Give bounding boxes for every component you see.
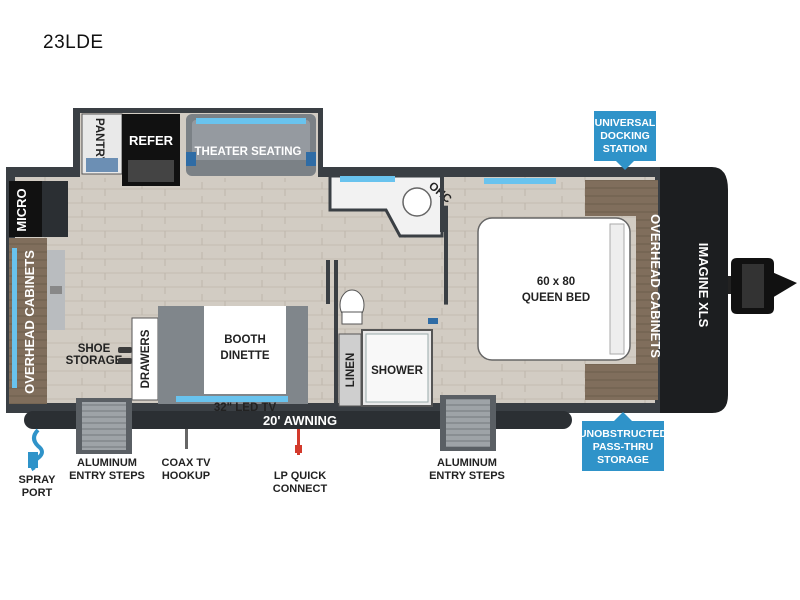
bedroom: 60 x 80 QUEEN BED OVERHEAD CABINETS [477,180,663,400]
svg-text:OVERHEAD CABINETS: OVERHEAD CABINETS [22,250,37,394]
svg-text:ALUMINUM: ALUMINUM [77,457,137,469]
spray-port: SPRAY PORT [19,428,57,499]
svg-text:SHOE: SHOE [78,343,111,355]
svg-text:ENTRY STEPS: ENTRY STEPS [69,470,145,482]
interior-walls [326,176,448,406]
queen-bed [477,217,631,361]
coax-hookup: COAX TV HOOKUP [162,429,212,482]
svg-text:PASS-THRU: PASS-THRU [593,441,653,453]
entry-steps-left: ALUMINUM ENTRY STEPS [69,398,145,482]
svg-text:CONNECT: CONNECT [273,483,328,495]
lp-quick-connect: LP QUICK CONNECT [273,429,328,495]
svg-text:ENTRY STEPS: ENTRY STEPS [429,470,505,482]
entry-steps-right: ALUMINUM ENTRY STEPS [429,395,505,482]
svg-text:STORAGE: STORAGE [597,454,649,466]
svg-text:STORAGE: STORAGE [66,355,123,367]
svg-text:DINETTE: DINETTE [220,350,270,362]
svg-text:THEATER SEATING: THEATER SEATING [195,146,302,158]
model-name: 23LDE [43,32,104,53]
refrigerator: REFER [122,114,180,186]
theater-seating: THEATER SEATING [186,114,316,176]
svg-text:PORT: PORT [22,487,53,499]
brand-logo: IMAGINE XLS [696,243,711,328]
drawers: DRAWERS [131,317,159,401]
pantry: PANTRY [81,113,123,175]
overhead-cabinets-right [636,180,658,400]
svg-text:BOOTH: BOOTH [224,334,266,346]
booth-dinette: BOOTH DINETTE 32" LED TV [158,306,308,414]
svg-text:UNOBSTRUCTED: UNOBSTRUCTED [579,428,667,440]
svg-text:OVERHEAD CABINETS: OVERHEAD CABINETS [648,214,663,358]
pass-thru-storage: UNOBSTRUCTED PASS-THRU STORAGE [579,412,667,471]
svg-text:STATION: STATION [603,143,648,155]
svg-text:UNIVERSAL: UNIVERSAL [595,117,656,129]
svg-text:SPRAY: SPRAY [19,474,57,486]
linen: LINEN [338,333,362,407]
window-front [484,178,556,184]
svg-text:PANTRY: PANTRY [93,118,105,164]
awning: 20' AWNING [24,411,572,429]
svg-text:DOCKING: DOCKING [600,130,650,142]
svg-text:MICRO: MICRO [14,188,29,231]
svg-text:DRAWERS: DRAWERS [140,329,152,388]
svg-text:SHOWER: SHOWER [371,365,423,377]
svg-text:COAX TV: COAX TV [162,457,212,469]
svg-text:LP QUICK: LP QUICK [274,470,326,482]
hitch [728,258,797,314]
svg-text:QUEEN BED: QUEEN BED [522,292,590,304]
svg-text:REFER: REFER [129,133,174,148]
universal-docking-station: UNIVERSAL DOCKING STATION [594,111,656,170]
shoe-storage: SHOE STORAGE [66,343,132,367]
kitchen: MICRO OVERHEAD CABINETS [9,181,68,404]
svg-text:60 x 80: 60 x 80 [537,276,575,288]
svg-text:HOOKUP: HOOKUP [162,470,210,482]
shower: SHOWER [361,329,433,407]
svg-text:ALUMINUM: ALUMINUM [437,457,497,469]
svg-text:20' AWNING: 20' AWNING [263,413,337,428]
svg-text:LINEN: LINEN [345,353,357,388]
toilet [339,289,365,325]
front-cap: IMAGINE XLS [660,167,728,413]
bathroom-sink: OHC [328,174,453,238]
